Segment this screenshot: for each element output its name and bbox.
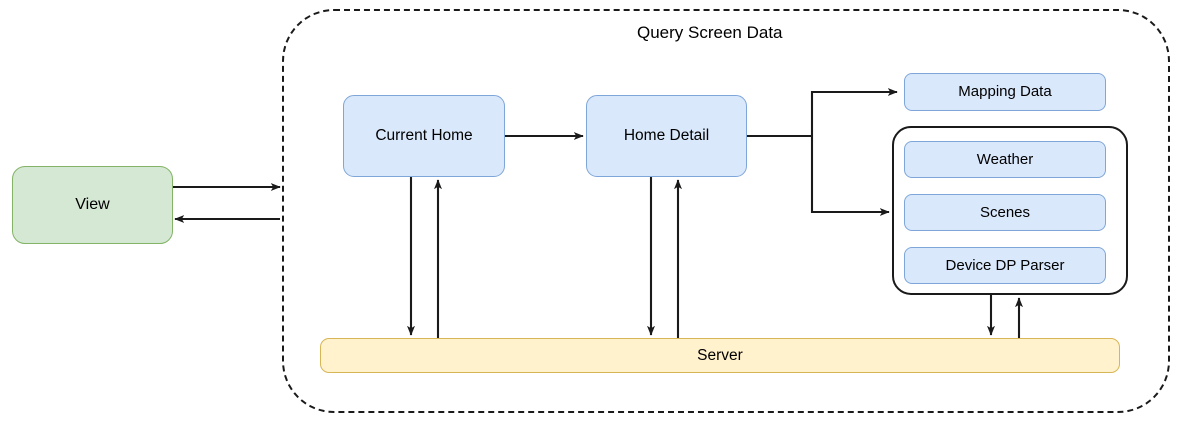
node-mapping-data[interactable]: Mapping Data bbox=[904, 73, 1106, 111]
node-current-home[interactable]: Current Home bbox=[343, 95, 505, 177]
node-device-dp-parser[interactable]: Device DP Parser bbox=[904, 247, 1106, 284]
parser-group-container bbox=[892, 126, 1128, 295]
node-scenes[interactable]: Scenes bbox=[904, 194, 1106, 231]
query-screen-data-region bbox=[282, 9, 1170, 413]
region-title: Query Screen Data bbox=[637, 23, 783, 42]
node-server[interactable]: Server bbox=[320, 338, 1120, 373]
node-view[interactable]: View bbox=[12, 166, 173, 244]
node-home-detail[interactable]: Home Detail bbox=[586, 95, 747, 177]
node-weather[interactable]: Weather bbox=[904, 141, 1106, 178]
